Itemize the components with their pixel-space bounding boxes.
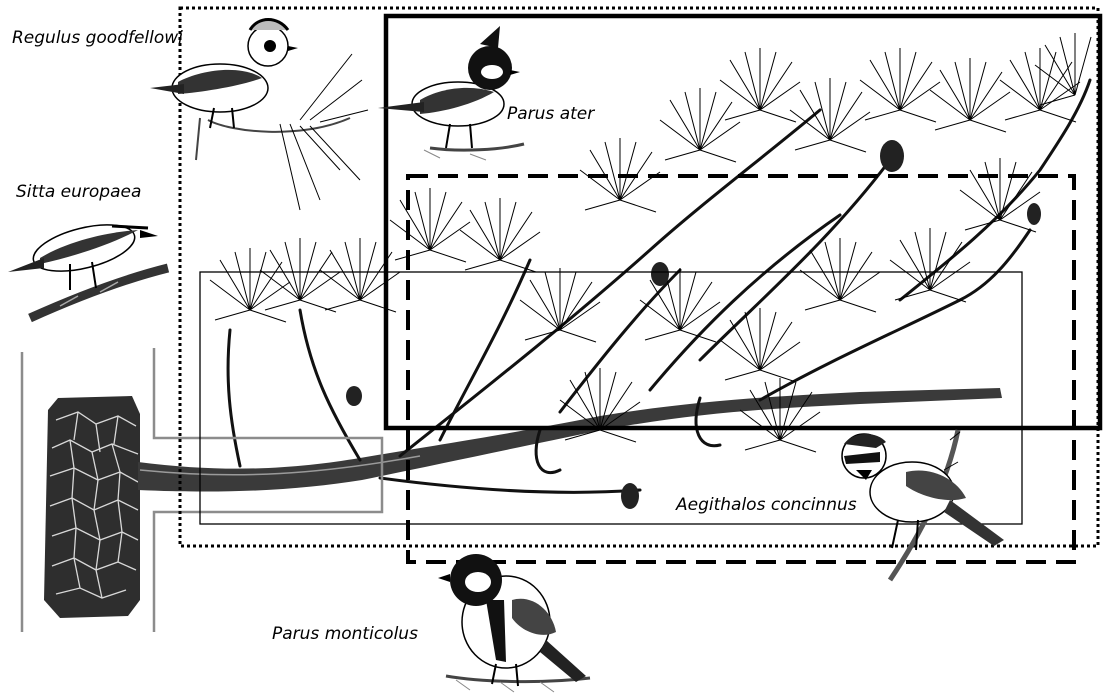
parus-ater-bird — [378, 26, 524, 160]
label-sitta-europaea: Sitta europaea — [16, 184, 141, 201]
label-regulus-goodfellowi: Regulus goodfellowi — [12, 30, 183, 47]
label-parus-monticolus: Parus monticolus — [272, 626, 418, 643]
regulus-goodfellowi-bird — [150, 20, 368, 211]
parus-monticolus-bird — [438, 554, 590, 692]
pine-trunk-illustration — [44, 396, 140, 618]
aegithalos-concinnus-bird — [842, 430, 1004, 580]
label-aegithalos-concinnus: Aegithalos concinnus — [676, 497, 857, 514]
label-parus-ater: Parus ater — [507, 106, 594, 123]
sitta-europaea-bird — [8, 216, 168, 318]
